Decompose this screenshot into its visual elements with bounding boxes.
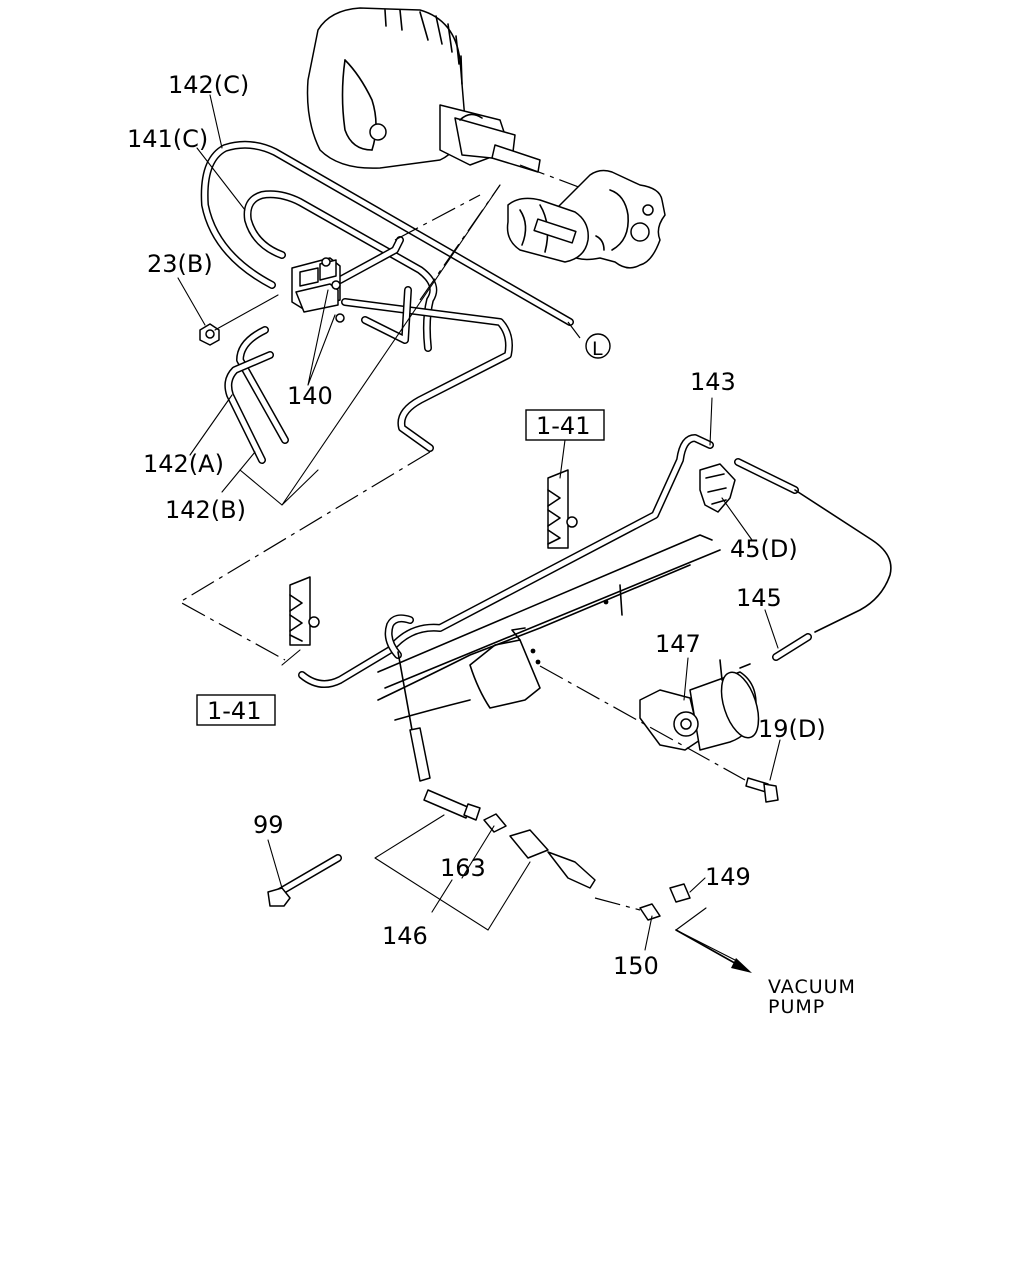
differential-housing bbox=[306, 7, 601, 196]
label-147: 147 bbox=[655, 630, 701, 658]
label-1-41-top: 1-41 bbox=[536, 412, 590, 440]
marker-L-text: L bbox=[592, 338, 604, 360]
hose-146 bbox=[509, 829, 596, 889]
label-pump: PUMP bbox=[768, 996, 825, 1018]
cable-tie-99 bbox=[267, 854, 342, 907]
label-163: 163 bbox=[440, 854, 486, 882]
label-143: 143 bbox=[690, 368, 736, 396]
pipe-main-upper bbox=[336, 236, 513, 452]
clip-1-41-bottom bbox=[289, 576, 320, 646]
pipe-141c bbox=[243, 190, 438, 352]
label-146: 146 bbox=[382, 922, 428, 950]
label-145: 145 bbox=[736, 584, 782, 612]
label-box-1-41-top bbox=[525, 409, 605, 441]
hub-assembly bbox=[506, 169, 666, 269]
chassis-frame bbox=[377, 534, 721, 721]
vacuum-pump-arrow bbox=[675, 929, 752, 973]
label-box-1-41-bottom bbox=[196, 694, 276, 726]
label-23b: 23(B) bbox=[147, 250, 213, 278]
pipe-143-main bbox=[298, 434, 714, 688]
label-142b: 142(B) bbox=[165, 496, 246, 524]
label-99: 99 bbox=[253, 811, 284, 839]
nut-23b bbox=[199, 323, 220, 346]
label-142c: 142(C) bbox=[168, 71, 249, 99]
pipe-142a bbox=[236, 326, 289, 444]
fitting-150 bbox=[639, 903, 661, 921]
pipe-142b bbox=[224, 351, 274, 464]
vacuum-switch-140 bbox=[291, 257, 345, 323]
clamp-45d bbox=[699, 463, 736, 513]
bolt-19d bbox=[745, 777, 779, 803]
pipe-down-146 bbox=[397, 651, 481, 821]
pipe-142c bbox=[200, 140, 574, 326]
label-149: 149 bbox=[705, 863, 751, 891]
label-150: 150 bbox=[613, 952, 659, 980]
cap-149 bbox=[669, 883, 691, 903]
marker-L: L bbox=[585, 333, 611, 360]
vacuum-tank-147 bbox=[639, 659, 760, 751]
label-141c: 141(C) bbox=[127, 125, 208, 153]
label-vacuum: VACUUM bbox=[768, 976, 856, 998]
label-1-41-bottom: 1-41 bbox=[207, 697, 261, 725]
connector-163 bbox=[483, 813, 507, 833]
label-142a: 142(A) bbox=[143, 450, 224, 478]
part-labels: 142(C) 141(C) 23(B) 140 142(A) 142(B) 14… bbox=[127, 71, 856, 1018]
clip-1-41-top bbox=[547, 469, 578, 549]
reference-lines bbox=[178, 184, 746, 911]
label-45d: 45(D) bbox=[730, 535, 798, 563]
label-140: 140 bbox=[287, 382, 333, 410]
pipe-right-145 bbox=[734, 458, 892, 661]
label-19d: 19(D) bbox=[758, 715, 826, 743]
leader-lines bbox=[177, 94, 781, 961]
